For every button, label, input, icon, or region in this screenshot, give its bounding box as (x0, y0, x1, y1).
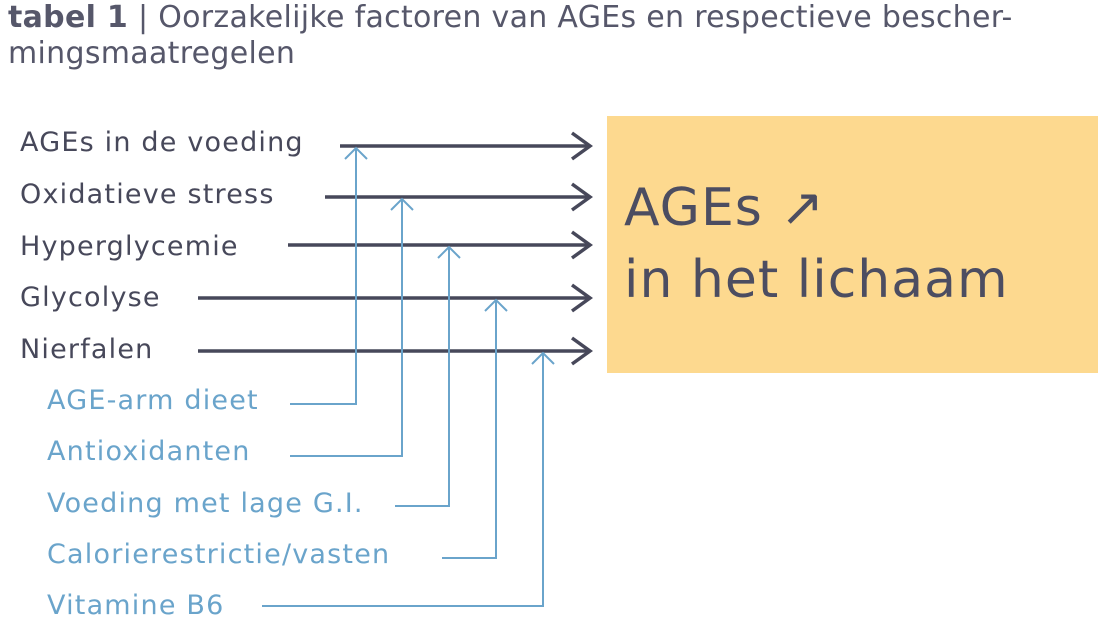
title-separator: | (128, 0, 159, 35)
measure-arrow-head-3 (484, 298, 508, 312)
factor-hyperglycemie: Hyperglycemie (20, 231, 239, 262)
measure-age-arm-dieet: AGE-arm dieet (47, 385, 259, 416)
measure-connector-0 (290, 148, 357, 405)
measure-vitamine-b6: Vitamine B6 (47, 590, 225, 621)
factor-glycolyse: Glycolyse (20, 282, 161, 313)
table-label: tabel 1 (8, 0, 129, 35)
measure-connector-3 (442, 300, 497, 559)
measure-arrow-head-4 (531, 351, 555, 365)
result-box: AGEs ↗ in het lichaam (607, 116, 1098, 373)
factor-arrow-head-0 (570, 131, 593, 161)
result-line-ages: AGEs ↗ (624, 178, 825, 238)
measure-connector-4 (262, 353, 544, 607)
factor-oxidatieve-stress: Oxidatieve stress (20, 179, 275, 210)
factor-ages-in-voeding: AGEs in de voeding (20, 127, 304, 158)
factor-arrow-head-3 (570, 283, 593, 313)
measure-arrow-head-1 (390, 197, 414, 211)
measure-arrow-head-2 (437, 245, 461, 259)
measure-voeding-lage-gi: Voeding met lage G.I. (47, 488, 364, 519)
factor-nierfalen: Nierfalen (20, 334, 154, 365)
result-line-lichaam: in het lichaam (624, 250, 1009, 310)
measure-arrow-head-0 (344, 146, 368, 160)
measure-connector-1 (290, 199, 403, 457)
table-title: tabel 1 | Oorzakelijke factoren van AGEs… (8, 0, 1088, 72)
measure-antioxidanten: Antioxidanten (47, 436, 251, 467)
factor-arrow-head-4 (570, 336, 593, 366)
factor-arrow-head-1 (570, 182, 593, 212)
measure-calorierestrictie: Calorierestrictie/vasten (47, 539, 391, 570)
title-text: Oorzakelijke factoren van AGEs en respec… (8, 0, 1013, 71)
measure-connector-2 (395, 247, 450, 507)
factor-arrow-head-2 (570, 230, 593, 260)
